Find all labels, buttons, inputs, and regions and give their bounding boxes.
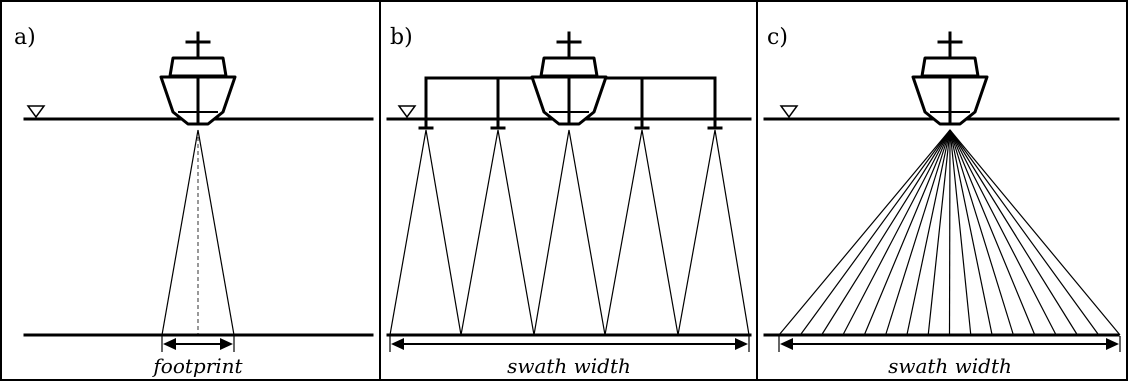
water-level-triangle-icon bbox=[397, 105, 417, 119]
fan-beam bbox=[949, 129, 1036, 336]
fan-beam bbox=[949, 129, 1121, 336]
survey-vessel-icon bbox=[530, 31, 608, 126]
fan-beam bbox=[948, 129, 951, 336]
fan-beam bbox=[949, 129, 972, 336]
fan-beam bbox=[799, 129, 951, 336]
fan-beam bbox=[821, 129, 951, 336]
fan-beam bbox=[949, 129, 1014, 336]
panel-label: b) bbox=[390, 25, 413, 50]
water-level-triangle-icon bbox=[779, 105, 799, 119]
beam-edge bbox=[197, 129, 235, 336]
fan-beam bbox=[906, 129, 951, 336]
beam-edge bbox=[161, 129, 199, 336]
caption-footprint: footprint bbox=[151, 354, 243, 378]
fan-beam bbox=[885, 129, 951, 336]
fan-beam bbox=[949, 129, 993, 336]
swath-width-arrow bbox=[389, 336, 750, 352]
panel-b: b) bbox=[386, 25, 752, 378]
fan-beam bbox=[863, 129, 951, 336]
survey-vessel-icon bbox=[911, 31, 989, 126]
panel-label: a) bbox=[14, 25, 36, 50]
fan-beam bbox=[949, 129, 1100, 336]
panel-c: c) swath width bbox=[763, 25, 1121, 378]
caption-swath-width: swath width bbox=[888, 354, 1012, 378]
water-level-triangle-icon bbox=[26, 105, 46, 119]
footprint-arrow bbox=[161, 336, 235, 352]
multibeam-fan bbox=[778, 129, 1121, 336]
survey-vessel-icon bbox=[159, 31, 237, 126]
fan-beam bbox=[949, 129, 1057, 336]
panel-label: c) bbox=[767, 25, 788, 50]
panel-a: a) footprint bbox=[14, 25, 374, 378]
caption-swath-width: swath width bbox=[507, 354, 631, 378]
fan-beam bbox=[927, 129, 951, 336]
fan-beam bbox=[778, 129, 951, 336]
fan-beam bbox=[949, 129, 1078, 336]
fan-beam bbox=[842, 129, 951, 336]
swath-width-arrow bbox=[778, 336, 1121, 352]
beam-pattern bbox=[389, 129, 750, 336]
